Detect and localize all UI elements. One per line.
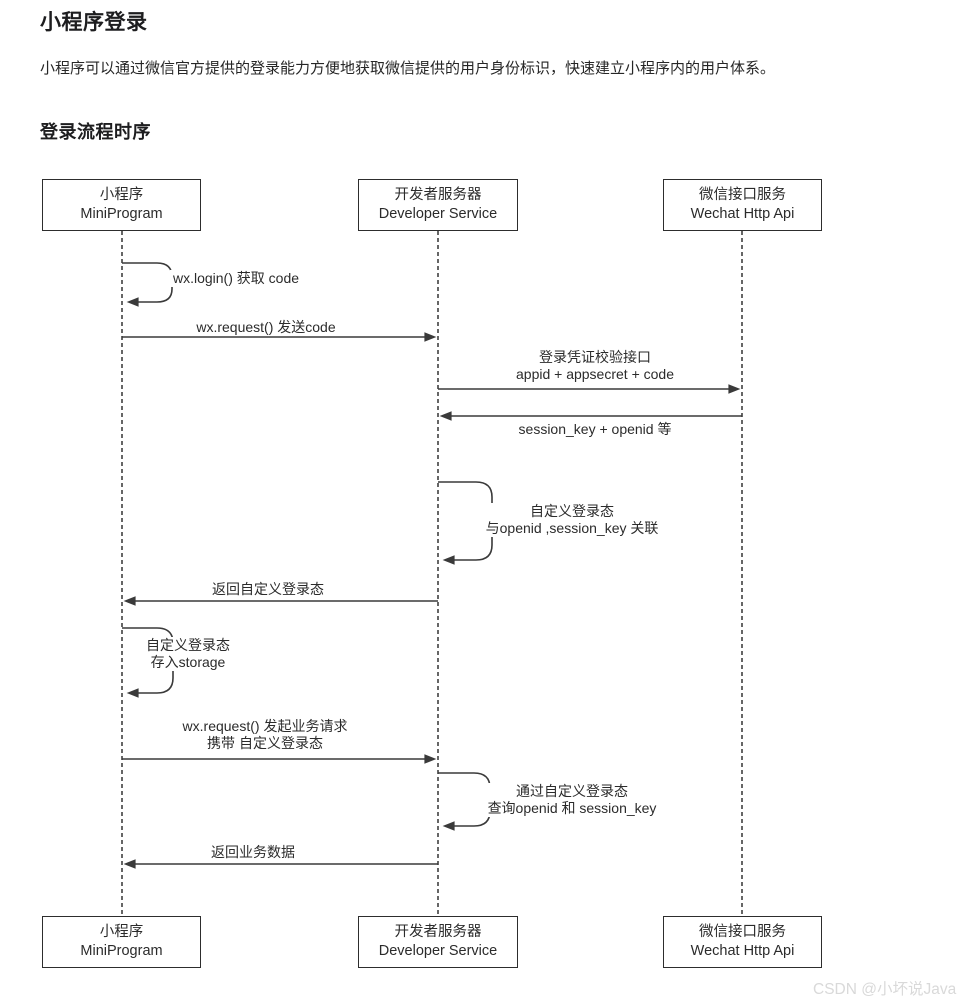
actor-name-en: Developer Service [378, 206, 498, 222]
actor-name-en: Wechat Http Api [690, 206, 795, 222]
actor-box-miniprogram-bottom: 小程序 MiniProgram [42, 916, 201, 968]
actor-box-wechat-api-bottom: 微信接口服务 Wechat Http Api [663, 916, 822, 968]
message-label-store-session: 自定义登录态 存入storage [143, 637, 233, 671]
actor-box-wechat-api-top: 微信接口服务 Wechat Http Api [663, 179, 822, 231]
message-label-return-custom-session: 返回自定义登录态 [209, 581, 327, 598]
selfloop-wx-login [122, 262, 173, 307]
message-label-send-code: wx.request() 发送code [193, 319, 339, 336]
csdn-watermark: CSDN @小坏说Java [813, 981, 957, 998]
actor-name-cn: 开发者服务器 [394, 187, 482, 203]
message-label-check-credential: 登录凭证校验接口 appid + appsecret + code [512, 349, 678, 383]
actor-name-cn: 微信接口服务 [699, 187, 786, 203]
message-label-query-openid: 通过自定义登录态 查询openid 和 session_key [484, 783, 660, 817]
message-label-return-business-data: 返回业务数据 [208, 844, 298, 861]
actor-name-en: MiniProgram [80, 206, 163, 222]
actor-box-developer-service-bottom: 开发者服务器 Developer Service [358, 916, 518, 968]
message-label-wx-login: wx.login() 获取 code [169, 270, 303, 287]
actor-name-en: Wechat Http Api [690, 943, 795, 959]
actor-box-miniprogram-top: 小程序 MiniProgram [42, 179, 201, 231]
actor-name-cn: 小程序 [99, 924, 144, 940]
message-label-business-request: wx.request() 发起业务请求 携带 自定义登录态 [179, 718, 351, 752]
actor-name-cn: 微信接口服务 [699, 924, 786, 940]
section-heading: 登录流程时序 [40, 122, 151, 142]
message-label-custom-session-associate: 自定义登录态 与openid ,session_key 关联 [482, 503, 662, 537]
actor-name-cn: 小程序 [99, 187, 144, 203]
selfloop-query-openid [438, 772, 491, 831]
actor-name-en: MiniProgram [80, 943, 163, 959]
page-title: 小程序登录 [40, 11, 148, 34]
intro-paragraph: 小程序可以通过微信官方提供的登录能力方便地获取微信提供的用户身份标识，快速建立小… [40, 60, 776, 77]
actor-box-developer-service-top: 开发者服务器 Developer Service [358, 179, 518, 231]
message-label-session-key-openid: session_key + openid 等 [515, 421, 675, 438]
actor-name-en: Developer Service [378, 943, 498, 959]
actor-name-cn: 开发者服务器 [394, 924, 482, 940]
